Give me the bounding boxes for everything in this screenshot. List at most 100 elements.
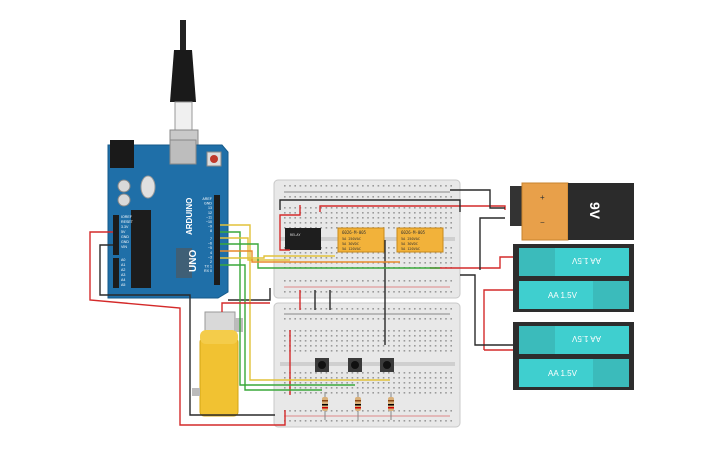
breadboard-hole — [304, 318, 307, 320]
breadboard-hole — [294, 308, 296, 310]
breadboard-hole — [289, 280, 291, 282]
breadboard-hole — [346, 212, 348, 214]
breadboard-hole — [440, 222, 442, 224]
breadboard-hole — [377, 382, 380, 384]
breadboard-hole — [393, 318, 395, 320]
breadboard-hole — [330, 185, 333, 187]
pin-label: 8 — [210, 229, 212, 233]
breadboard-hole — [440, 185, 442, 187]
breadboard-hole — [284, 196, 286, 198]
breadboard-hole — [330, 291, 333, 293]
breadboard-hole — [393, 382, 395, 384]
breadboard-hole — [408, 185, 411, 187]
breadboard-hole — [408, 318, 411, 320]
breadboard-hole — [408, 377, 411, 379]
breadboard-hole — [315, 185, 317, 187]
breadboard-hole — [382, 382, 385, 384]
breadboard-hole — [299, 335, 302, 337]
breadboard-hole — [434, 335, 437, 337]
breadboard-hole — [429, 252, 432, 254]
breadboard-hole — [284, 330, 286, 332]
breadboard-hole — [351, 345, 354, 347]
breadboard-hole — [289, 291, 291, 293]
breadboard-hole — [315, 372, 317, 374]
breadboard-hole — [341, 350, 343, 352]
breadboard-hole — [299, 382, 302, 384]
breadboard-hole — [356, 330, 359, 332]
breadboard-hole — [377, 257, 380, 259]
breadboard-hole — [393, 185, 395, 187]
breadboard-hole — [341, 387, 343, 389]
breadboard-hole — [362, 217, 364, 219]
breadboard-hole — [341, 196, 343, 198]
breadboard-hole — [424, 196, 426, 198]
pin-label: ~10 — [206, 220, 212, 224]
breadboard-hole — [294, 335, 296, 337]
breadboard-hole — [419, 212, 421, 214]
relay-yellow-1: 6026-M-005 5A 250VAC 5A 30VDC 5A 120VAC — [337, 227, 385, 253]
breadboard-hole — [424, 318, 426, 320]
breadboard-hole — [424, 330, 426, 332]
breadboard-hole — [325, 291, 328, 293]
breadboard-hole — [367, 330, 369, 332]
breadboard-hole — [284, 222, 286, 224]
breadboard-hole — [440, 252, 442, 254]
breadboard-hole — [356, 387, 359, 389]
breadboard-hole — [388, 345, 390, 347]
breadboard-hole — [372, 207, 374, 209]
breadboard-hole — [351, 207, 354, 209]
breadboard-hole — [346, 330, 348, 332]
breadboard-hole — [356, 318, 359, 320]
breadboard-hole — [440, 318, 442, 320]
breadboard-hole — [310, 372, 312, 374]
breadboard-hole — [393, 335, 395, 337]
breadboard-hole — [450, 335, 452, 337]
breadboard-hole — [393, 257, 395, 259]
pin-label: IOREF — [121, 215, 133, 219]
pin-label: AREF — [202, 197, 212, 201]
breadboard-hole — [408, 345, 411, 347]
breadboard-hole — [310, 308, 312, 310]
breadboard-hole — [388, 308, 390, 310]
breadboard-hole — [367, 382, 369, 384]
breadboard-hole — [403, 308, 406, 310]
breadboard-hole — [388, 410, 390, 412]
wire-yellow — [220, 237, 290, 261]
breadboard-hole — [336, 420, 338, 422]
breadboard-hole — [304, 330, 307, 332]
breadboard-hole — [393, 207, 395, 209]
breadboard-hole — [284, 340, 286, 342]
breadboard-hole — [393, 227, 395, 229]
breadboard-hole — [362, 382, 364, 384]
breadboard-hole — [346, 252, 348, 254]
breadboard-hole — [450, 392, 452, 394]
breadboard-hole — [393, 247, 395, 249]
breadboard-hole — [320, 350, 322, 352]
breadboard-hole — [325, 207, 328, 209]
breadboard-hole — [434, 340, 437, 342]
breadboard-hole — [304, 291, 307, 293]
breadboard-hole — [440, 345, 442, 347]
breadboard-hole — [434, 308, 437, 310]
breadboard-hole — [320, 212, 322, 214]
breadboard-hole — [304, 280, 307, 282]
breadboard-hole — [434, 185, 437, 187]
breadboard-hole — [351, 291, 354, 293]
breadboard-hole — [346, 392, 348, 394]
breadboard-hole — [351, 350, 354, 352]
breadboard-hole — [310, 377, 312, 379]
breadboard-hole — [336, 345, 338, 347]
breadboard-hole — [445, 280, 447, 282]
arduino-model: UNO — [188, 250, 199, 272]
breadboard-hole — [388, 291, 390, 293]
breadboard-hole — [294, 318, 296, 320]
breadboard-hole — [362, 212, 364, 214]
breadboard-bottom — [273, 302, 461, 428]
breadboard-hole — [330, 222, 333, 224]
breadboard-hole — [377, 318, 380, 320]
breadboard-hole — [450, 262, 452, 264]
push-button-icon — [315, 358, 394, 372]
breadboard-hole — [398, 308, 400, 310]
breadboard-hole — [424, 252, 426, 254]
breadboard-hole — [341, 318, 343, 320]
